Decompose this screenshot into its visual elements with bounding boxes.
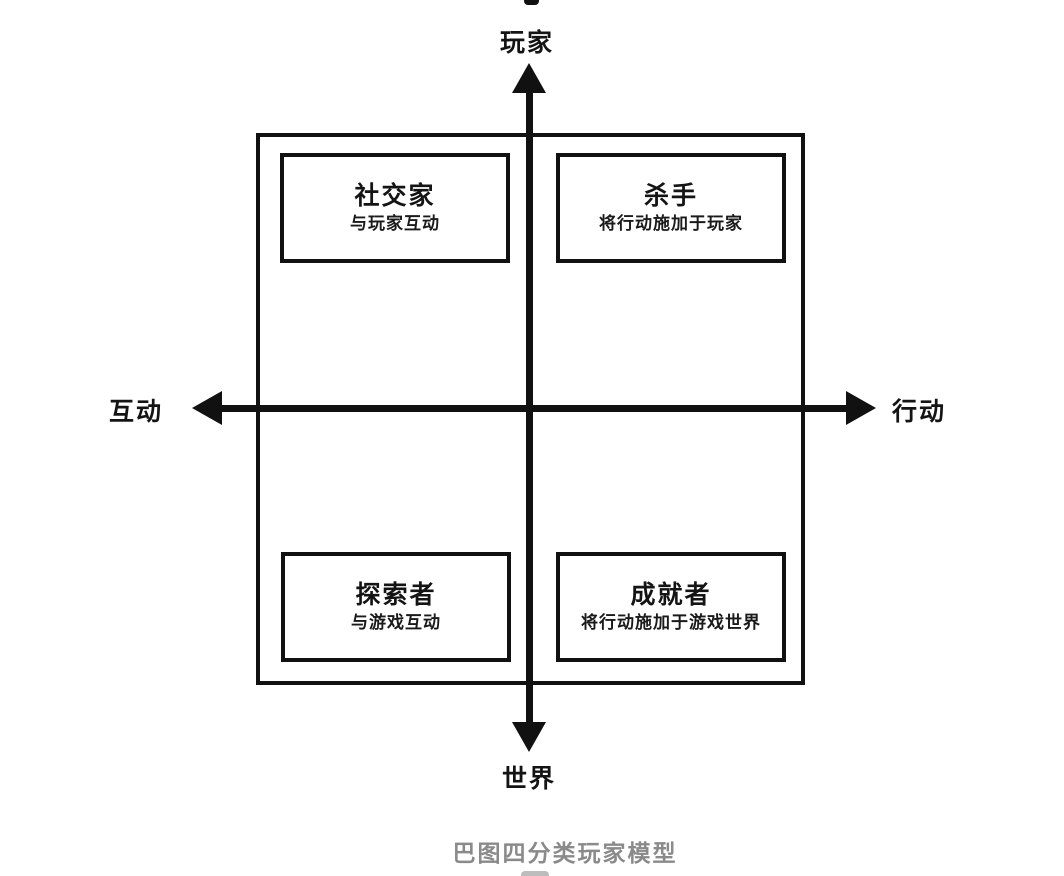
quadrant-explorer-subtitle: 与游戏互动 [351,612,441,633]
cropped-mark-top [524,0,539,5]
quadrant-achiever: 成就者 将行动施加于游戏世界 [556,552,786,662]
quadrant-explorer: 探索者 与游戏互动 [281,552,511,662]
arrow-down-icon [512,722,546,752]
quadrant-socializer: 社交家 与玩家互动 [280,153,510,263]
quadrant-achiever-title: 成就者 [630,580,712,610]
quadrant-socializer-subtitle: 与玩家互动 [350,213,440,234]
diagram-caption: 巴图四分类玩家模型 [452,841,678,867]
axis-label-interaction: 互动 [108,397,164,426]
horizontal-axis-line [212,405,848,412]
quadrant-killer: 杀手 将行动施加于玩家 [556,153,786,263]
quadrant-socializer-title: 社交家 [354,181,436,211]
arrow-right-icon [846,391,876,425]
quadrant-achiever-subtitle: 将行动施加于游戏世界 [581,612,761,633]
arrow-up-icon [512,63,546,93]
cropped-mark-bottom [521,871,549,876]
arrow-left-icon [192,391,222,425]
axis-label-world: 世界 [501,764,557,793]
quadrant-killer-title: 杀手 [643,181,698,211]
axis-label-action: 行动 [891,397,947,426]
quadrant-killer-subtitle: 将行动施加于玩家 [599,213,743,234]
axis-label-players: 玩家 [499,28,555,57]
quadrant-outer-frame [256,133,805,685]
quadrant-explorer-title: 探索者 [355,580,437,610]
